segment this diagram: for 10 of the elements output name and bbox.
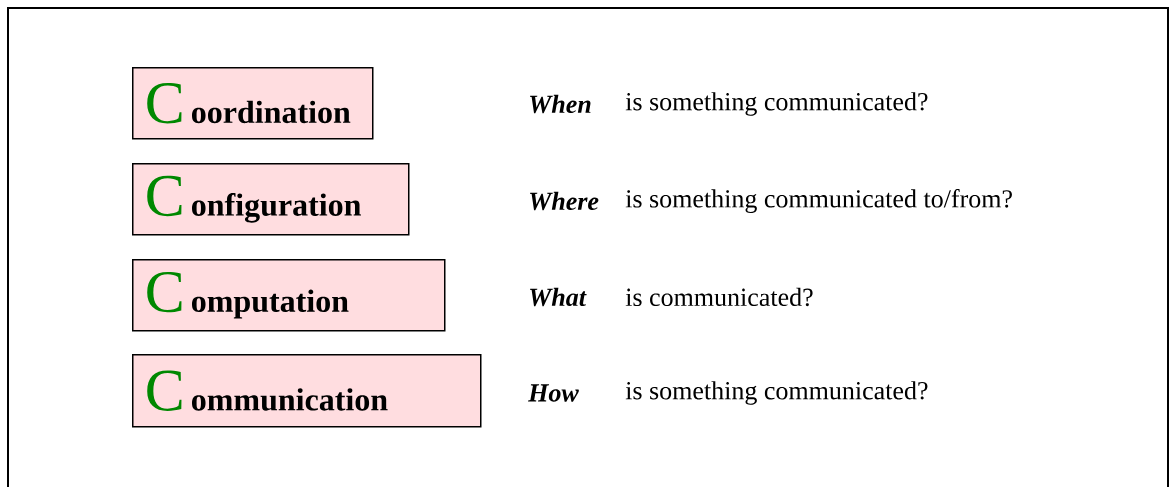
term-box: C oordination [132, 67, 374, 140]
question-text: is communicated? [625, 287, 813, 307]
question-text: is something communicated? [625, 92, 928, 116]
question-text: is something communicated to/from? [625, 189, 1012, 213]
question-word: How [528, 384, 579, 402]
question-text: is something communicated? [625, 381, 928, 405]
question-word: What [530, 287, 587, 307]
question-word: When [530, 94, 591, 114]
question-word: Where [530, 191, 599, 211]
term-box: C ommunication [132, 354, 482, 428]
